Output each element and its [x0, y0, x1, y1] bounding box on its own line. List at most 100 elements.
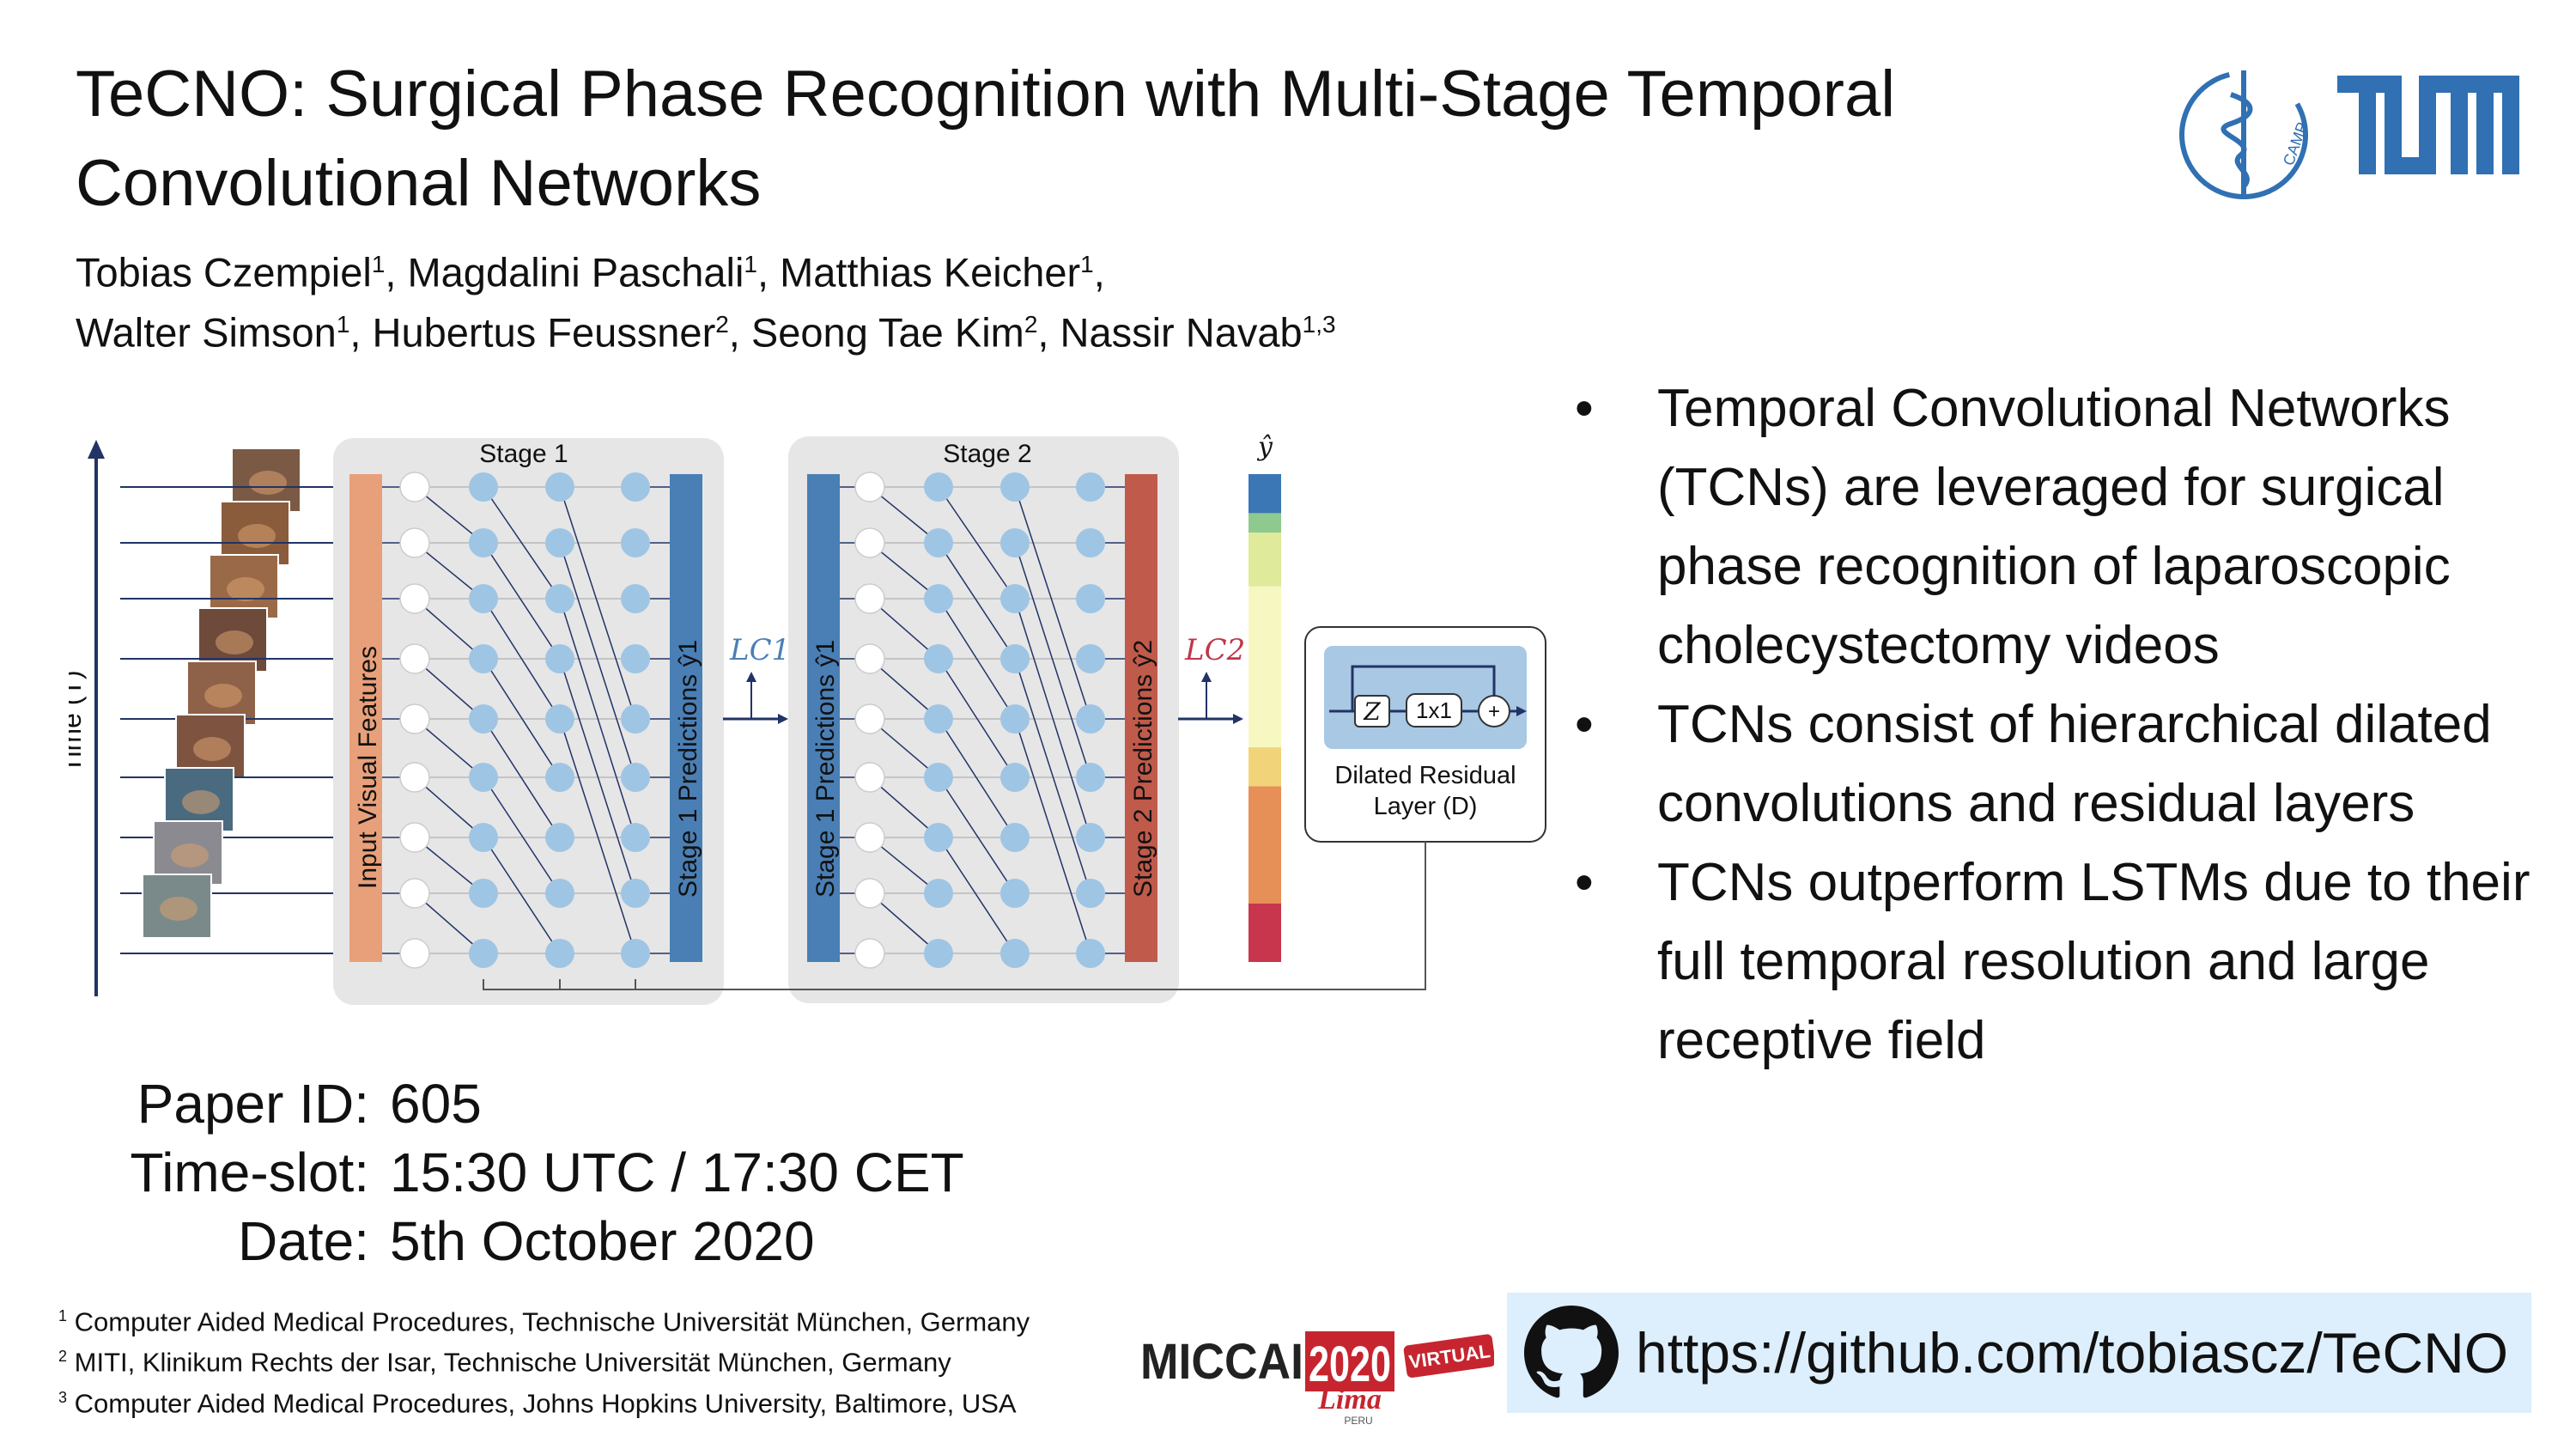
- input-features-label: Input Visual Features: [354, 646, 382, 889]
- affiliation-mark: 1: [337, 311, 350, 338]
- network-node: [545, 763, 574, 792]
- network-node: [855, 879, 884, 908]
- phase-segment: [1249, 533, 1281, 586]
- network-node: [1000, 584, 1030, 613]
- network-node: [545, 644, 574, 673]
- affiliation-mark: 1: [744, 251, 757, 277]
- network-node: [545, 939, 574, 968]
- network-node: [1076, 939, 1105, 968]
- video-frame-detail: [216, 630, 253, 654]
- network-node: [400, 704, 429, 734]
- timeslot-label: Time-slot:: [69, 1138, 390, 1207]
- timeslot-value: 15:30 UTC / 17:30 CET: [390, 1138, 964, 1207]
- stage2-label: Stage 2: [943, 440, 1031, 468]
- yhat-label: ŷ: [1256, 432, 1273, 462]
- network-node: [400, 763, 429, 792]
- loss1-arrowhead-icon: [746, 672, 756, 682]
- key-point: Temporal Convolutional Networks (TCNs) a…: [1571, 369, 2550, 685]
- network-node: [1000, 644, 1030, 673]
- network-node: [924, 879, 953, 908]
- network-node: [545, 704, 574, 734]
- paper-id-label: Paper ID:: [69, 1069, 390, 1138]
- network-node: [1000, 528, 1030, 557]
- network-node: [924, 472, 953, 502]
- loss1-label: LC1: [729, 633, 790, 667]
- network-node: [855, 528, 884, 557]
- network-node: [1076, 584, 1105, 613]
- affiliation-mark: 1,3: [1303, 311, 1336, 338]
- residual-z-label: Z: [1363, 697, 1381, 726]
- affiliation-mark: 1: [1080, 251, 1094, 277]
- network-node: [545, 528, 574, 557]
- network-node: [469, 879, 498, 908]
- footnote: 3 Computer Aided Medical Procedures, Joh…: [58, 1380, 1030, 1421]
- loss2-arrowhead-icon: [1201, 672, 1212, 682]
- video-frame-detail: [193, 737, 231, 761]
- github-link[interactable]: https://github.com/tobiascz/TeCNO: [1636, 1314, 2508, 1391]
- network-node: [1000, 879, 1030, 908]
- affiliation-mark: 2: [1024, 311, 1038, 338]
- network-node: [621, 472, 650, 502]
- video-frame-detail: [204, 684, 242, 708]
- stage1-to-stage2-arrowhead-icon: [778, 714, 788, 724]
- video-frame-detail: [249, 471, 287, 495]
- residual-plus-label: +: [1488, 700, 1500, 723]
- time-axis-arrow-icon: [88, 440, 105, 459]
- affiliation-mark: 1: [372, 251, 386, 277]
- network-node: [1000, 939, 1030, 968]
- network-node: [1076, 704, 1105, 734]
- network-node: [545, 823, 574, 852]
- stage1-predictions-label: Stage 1 Predictions ŷ1: [674, 640, 702, 898]
- network-node: [924, 939, 953, 968]
- miccai-logo-icon: MICCAI 2020 Lima PERU VIRTUAL: [1133, 1306, 1494, 1434]
- network-node: [469, 939, 498, 968]
- network-node: [469, 763, 498, 792]
- stage2-panel: [788, 436, 1179, 1003]
- network-node: [1000, 704, 1030, 734]
- network-node: [469, 823, 498, 852]
- network-node: [621, 704, 650, 734]
- stage2-output-arrowhead-icon: [1233, 714, 1243, 724]
- poster-title: TeCNO: Surgical Phase Recognition with M…: [76, 50, 2119, 228]
- footnote: 1 Computer Aided Medical Procedures, Tec…: [58, 1299, 1030, 1339]
- network-node: [621, 879, 650, 908]
- network-node: [924, 584, 953, 613]
- miccai-country-text: PERU: [1344, 1415, 1372, 1427]
- stage2-predictions-label: Stage 2 Predictions ŷ2: [1129, 640, 1157, 898]
- miccai-logo-text: MICCAI: [1140, 1334, 1303, 1390]
- key-point: TCNs outperform LSTMs due to their full …: [1571, 843, 2550, 1081]
- network-node: [1000, 823, 1030, 852]
- network-node: [855, 472, 884, 502]
- network-node: [855, 823, 884, 852]
- network-node: [855, 704, 884, 734]
- tum-logo-icon: [2337, 76, 2519, 174]
- network-node: [545, 584, 574, 613]
- author-name: Matthias Keicher: [780, 250, 1080, 295]
- network-node: [1076, 644, 1105, 673]
- phase-segment: [1249, 747, 1281, 786]
- author-name: Walter Simson: [76, 309, 337, 355]
- stage1-predictions-input-label: Stage 1 Predictions ŷ1: [811, 640, 840, 898]
- network-node: [1076, 879, 1105, 908]
- date-label: Date:: [69, 1207, 390, 1275]
- video-frames: [120, 448, 349, 958]
- video-frame-detail: [160, 897, 197, 921]
- author-name: Seong Tae Kim: [751, 309, 1024, 355]
- network-node: [1076, 823, 1105, 852]
- network-node: [924, 528, 953, 557]
- session-info: Paper ID:605 Time-slot:15:30 UTC / 17:30…: [69, 1069, 964, 1275]
- stage1-label: Stage 1: [479, 440, 568, 468]
- affiliation-mark: 2: [715, 311, 729, 338]
- paper-id-value: 605: [390, 1069, 482, 1138]
- network-node: [400, 528, 429, 557]
- author-name: Magdalini Paschali: [408, 250, 744, 295]
- residual-caption-line2: Layer (D): [1374, 793, 1478, 820]
- residual-conv-label: 1x1: [1416, 697, 1452, 723]
- video-frame-detail: [227, 577, 264, 601]
- network-node: [469, 704, 498, 734]
- network-node: [400, 939, 429, 968]
- video-frame-detail: [182, 790, 220, 814]
- author-list: Tobias Czempiel1, Magdalini Paschali1, M…: [76, 239, 1621, 358]
- network-node: [545, 472, 574, 502]
- network-node: [621, 763, 650, 792]
